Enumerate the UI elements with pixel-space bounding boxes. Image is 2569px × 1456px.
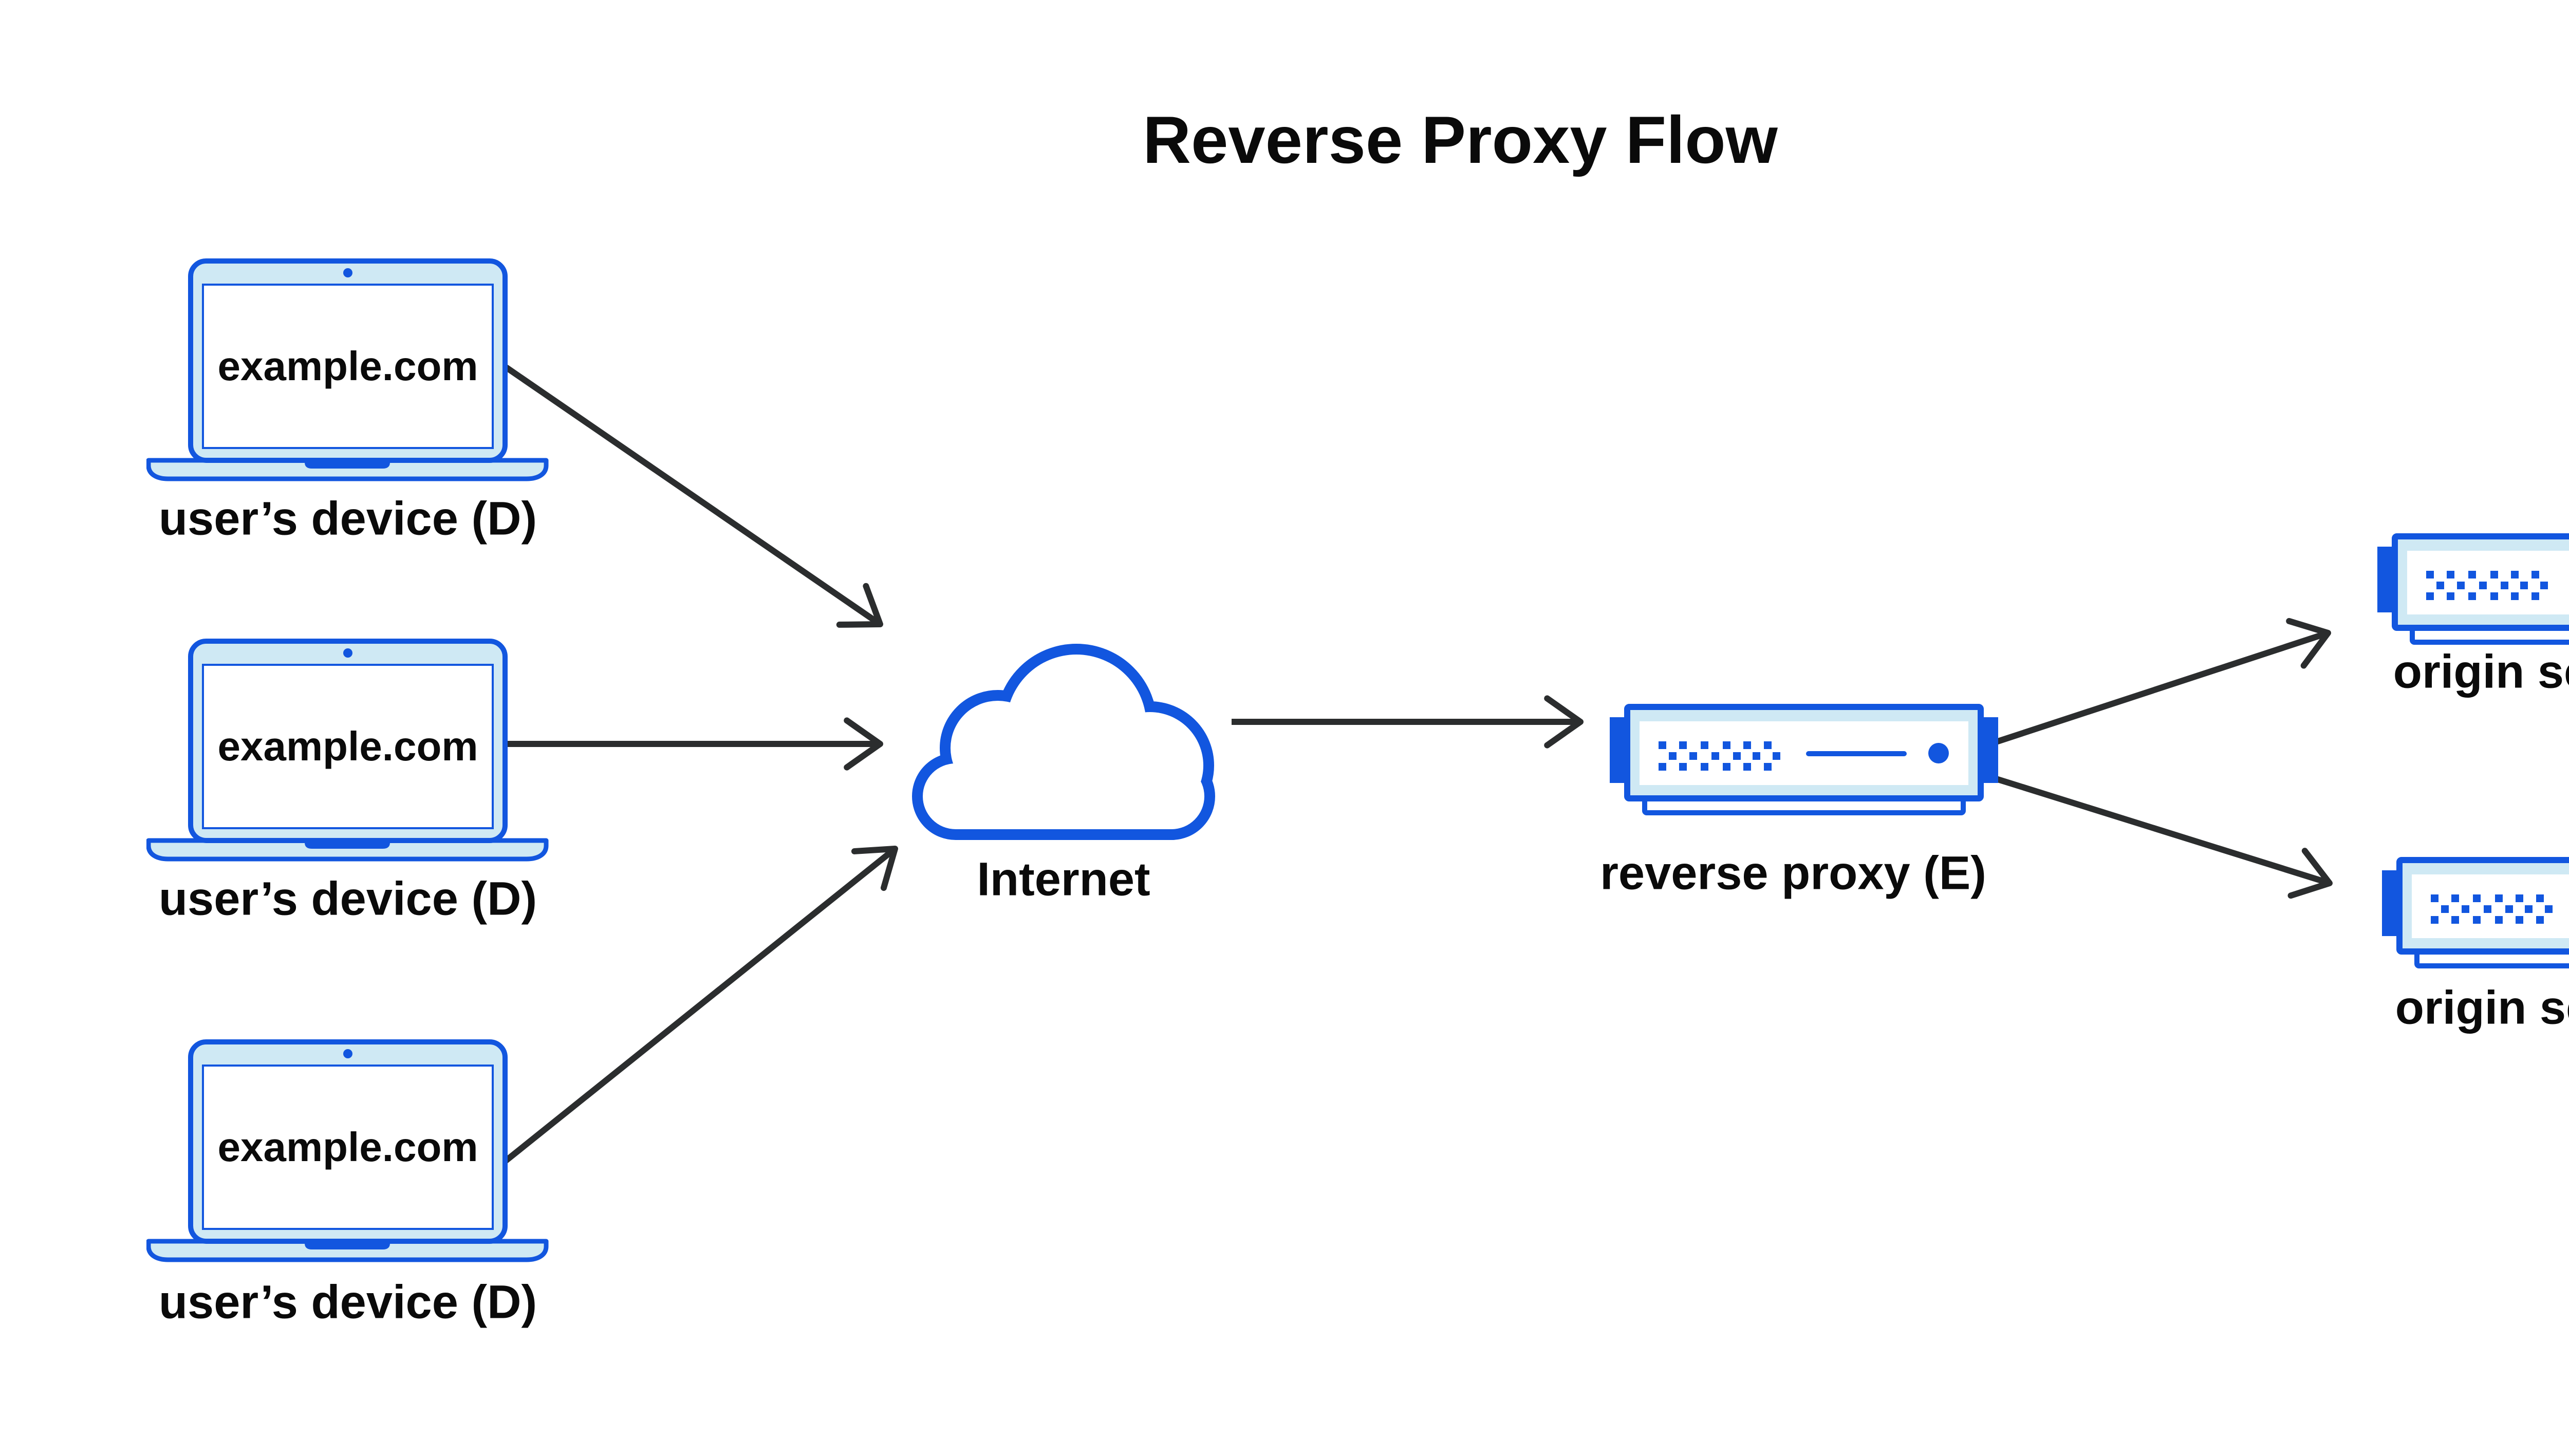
origin-server-label: origin server (F) <box>2393 645 2569 698</box>
reverse-proxy-label: reverse proxy (E) <box>1600 847 1986 900</box>
device-label: user’s device (D) <box>158 872 537 925</box>
internet-node <box>899 631 1228 853</box>
server-icon <box>2377 533 2569 646</box>
internet-label: Internet <box>977 853 1150 906</box>
arrow-proxy-to-origin2 <box>1994 775 2333 899</box>
device-screen-text: example.com <box>217 723 478 769</box>
page-title: Reverse Proxy Flow <box>1143 102 1778 177</box>
device-screen-text: example.com <box>217 1124 478 1170</box>
origin-server-node-2 <box>2382 857 2569 970</box>
origin-server-label: origin server (F) <box>2395 981 2569 1034</box>
server-icon <box>2382 857 2569 970</box>
device-label: user’s device (D) <box>158 492 537 545</box>
device-label: user’s device (D) <box>158 1276 537 1329</box>
origin-server-node-1 <box>2377 533 2569 646</box>
server-icon <box>1610 704 1998 817</box>
cloud-icon <box>899 631 1228 853</box>
reverse-proxy-node <box>1610 704 1998 817</box>
arrow-device3-to-internet <box>502 846 898 1165</box>
arrow-device1-to-internet <box>504 365 883 628</box>
device-screen-text: example.com <box>217 343 478 389</box>
arrow-proxy-to-origin1 <box>1992 618 2331 746</box>
